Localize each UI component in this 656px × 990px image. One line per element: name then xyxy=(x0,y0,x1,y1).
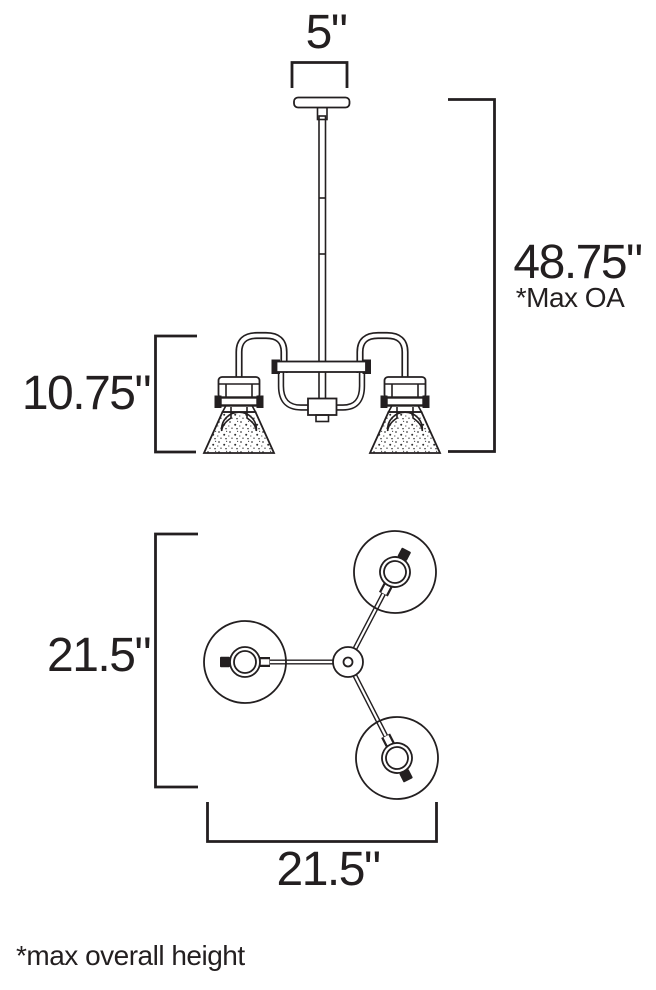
center-body xyxy=(307,397,338,423)
stem xyxy=(318,115,327,401)
dimension-lines xyxy=(154,61,496,843)
side-view xyxy=(202,96,442,455)
top-hub xyxy=(332,646,364,678)
top-shade-upper-right xyxy=(340,517,451,628)
top-shade-lower-right xyxy=(342,703,452,813)
overall-height-bracket xyxy=(448,98,496,453)
canopy xyxy=(293,96,351,121)
arm-right xyxy=(356,331,409,378)
overall-height-note: *Max OA xyxy=(515,282,625,313)
top-depth-bracket xyxy=(154,532,198,789)
footnote: *max overall height xyxy=(16,940,245,971)
fixture-height-bracket xyxy=(154,334,197,454)
arm-left xyxy=(235,331,288,378)
shade-left xyxy=(202,375,276,455)
crossbar xyxy=(271,359,371,374)
top-width-label: 21.5" xyxy=(276,843,381,896)
canopy-width-bracket xyxy=(290,61,349,88)
overall-height-label: 48.75" xyxy=(513,236,643,289)
top-view xyxy=(204,517,452,813)
fixture-height-label: 10.75" xyxy=(21,367,152,420)
shade-right xyxy=(368,375,442,455)
top-width-bracket xyxy=(206,802,438,843)
top-depth-label: 21.5" xyxy=(47,629,151,682)
canopy-width-label: 5" xyxy=(305,6,348,59)
